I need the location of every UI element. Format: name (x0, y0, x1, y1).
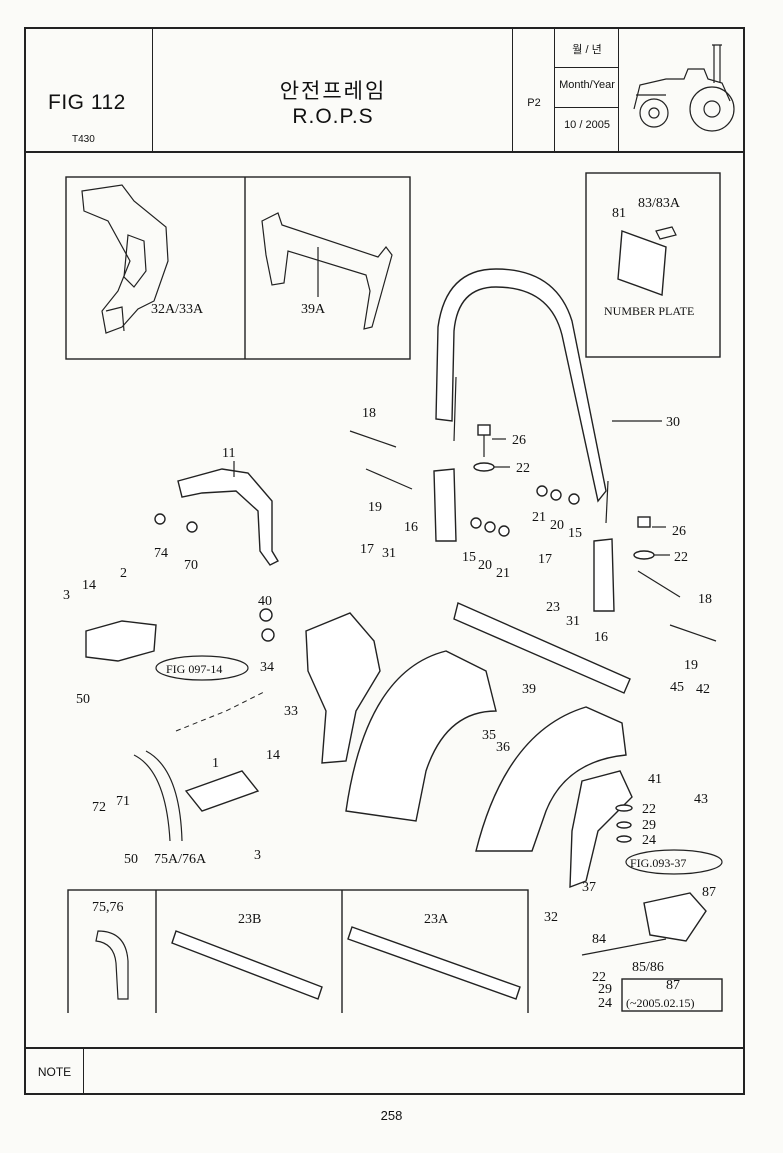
label-75-76: 75,76 (92, 900, 124, 915)
callout-22-lower-b: 22 (592, 970, 606, 985)
callout-3-upper: 3 (63, 588, 70, 603)
callout-19-right: 19 (684, 658, 698, 673)
number-plate-caption: NUMBER PLATE (604, 304, 694, 318)
callout-33: 33 (284, 704, 298, 719)
callout-16-upper: 16 (404, 520, 418, 535)
label-23b: 23B (238, 912, 261, 927)
callout-41: 41 (648, 772, 662, 787)
callout-3-lower: 3 (254, 848, 261, 863)
callout-37: 37 (582, 880, 596, 895)
callout-50-lower: 50 (124, 852, 138, 867)
callout-20-upper: 20 (550, 518, 564, 533)
callout-24-b: 24 (598, 996, 612, 1011)
callout-72: 72 (92, 800, 106, 815)
callout-26-upper: 26 (512, 433, 526, 448)
page-code-cell: P2 (513, 29, 555, 151)
callout-22-upper: 22 (516, 461, 530, 476)
callout-21-upper: 21 (532, 510, 546, 525)
callout-85-86: 85/86 (632, 960, 664, 975)
model-code: T430 (72, 134, 95, 145)
title-block: FIG 112 T430 안전프레임 R.O.P.S P2 월 / 년 Mont… (26, 29, 743, 153)
callout-75a-76a: 75A/76A (154, 852, 207, 867)
callout-35: 35 (482, 728, 496, 743)
callout-16-right: 16 (594, 630, 608, 645)
tractor-icon (633, 44, 735, 132)
callout-29-b: 29 (598, 982, 612, 997)
inset-bottom: 75,76 23B 23A (67, 889, 529, 1013)
callout-50-upper: 50 (76, 692, 90, 707)
note-row: NOTE (26, 1047, 743, 1095)
callout-19-upper: 19 (368, 500, 382, 515)
callout-70: 70 (184, 558, 198, 573)
callout-31-right: 31 (566, 614, 580, 629)
callout-84: 84 (592, 932, 606, 947)
callout-71: 71 (116, 794, 130, 809)
callout-14-upper: 14 (82, 578, 96, 593)
month-year-label: Month/Year (559, 79, 615, 91)
ref-fig-097-14: FIG 097-14 (166, 662, 222, 676)
callout-22-lower-a: 22 (642, 802, 656, 817)
page-number: 258 (380, 1108, 403, 1123)
callout-26-right: 26 (672, 524, 686, 539)
label-32a-33a: 32A/33A (151, 302, 204, 317)
inset-number-plate: 81 83/83A NUMBER PLATE (585, 172, 721, 358)
callout-14-lower: 14 (266, 748, 280, 763)
callout-42: 42 (696, 682, 710, 697)
month-year-cell: 월 / 년 Month/Year 10 / 2005 (555, 29, 619, 151)
title-cell: 안전프레임 R.O.P.S (153, 29, 513, 151)
divider (555, 107, 619, 108)
callout-30: 30 (666, 415, 680, 430)
date-note: (~2005.02.15) (626, 996, 694, 1010)
callout-34: 34 (260, 660, 274, 675)
callout-87-lower: 87 (666, 978, 680, 993)
label-23a: 23A (424, 912, 449, 927)
callout-40: 40 (258, 594, 272, 609)
month-year-value: 10 / 2005 (564, 119, 610, 131)
callout-45: 45 (670, 680, 684, 695)
callout-23: 23 (546, 600, 560, 615)
label-81: 81 (612, 206, 626, 221)
month-year-korean: 월 / 년 (572, 44, 602, 56)
figure-number: FIG 112 (48, 91, 126, 114)
callout-18-right: 18 (698, 592, 712, 607)
drawing-frame: FIG 112 T430 안전프레임 R.O.P.S P2 월 / 년 Mont… (24, 27, 745, 1095)
callout-29-a: 29 (642, 818, 656, 833)
rops-arch: 30 (435, 268, 680, 524)
ref-fig-093-37: FIG.093-37 (630, 856, 686, 870)
label-39a: 39A (301, 302, 326, 317)
callout-21-lower: 21 (496, 566, 510, 581)
callout-2: 2 (120, 566, 127, 581)
label-83-83a: 83/83A (638, 196, 681, 211)
fig-cell: FIG 112 T430 (26, 29, 153, 151)
callout-36: 36 (496, 740, 510, 755)
callout-32: 32 (544, 910, 558, 925)
callout-15-lower: 15 (462, 550, 476, 565)
page-code: P2 (527, 97, 541, 109)
title-english: R.O.P.S (292, 105, 374, 128)
callout-31-upper: 31 (382, 546, 396, 561)
inset-top-left: 32A/33A 39A (65, 176, 411, 360)
note-label: NOTE (26, 1049, 84, 1095)
callout-15-upper: 15 (568, 526, 582, 541)
callout-43: 43 (694, 792, 708, 807)
rops-exploded-diagram: 32A/33A 39A 81 83/83A NUMBER PLATE 30 11… (63, 172, 723, 1013)
callout-17-upper: 17 (360, 542, 374, 557)
callout-20-lower: 20 (478, 558, 492, 573)
callout-74: 74 (154, 546, 168, 561)
callout-11: 11 (222, 446, 235, 461)
callout-1: 1 (212, 756, 219, 771)
divider (555, 67, 619, 68)
callout-87-upper: 87 (702, 885, 716, 900)
callout-39: 39 (522, 682, 536, 697)
callout-18-upper: 18 (362, 406, 376, 421)
callout-22-right: 22 (674, 550, 688, 565)
title-korean: 안전프레임 (279, 80, 387, 103)
callout-24-a: 24 (642, 833, 656, 848)
callout-17-right: 17 (538, 552, 552, 567)
